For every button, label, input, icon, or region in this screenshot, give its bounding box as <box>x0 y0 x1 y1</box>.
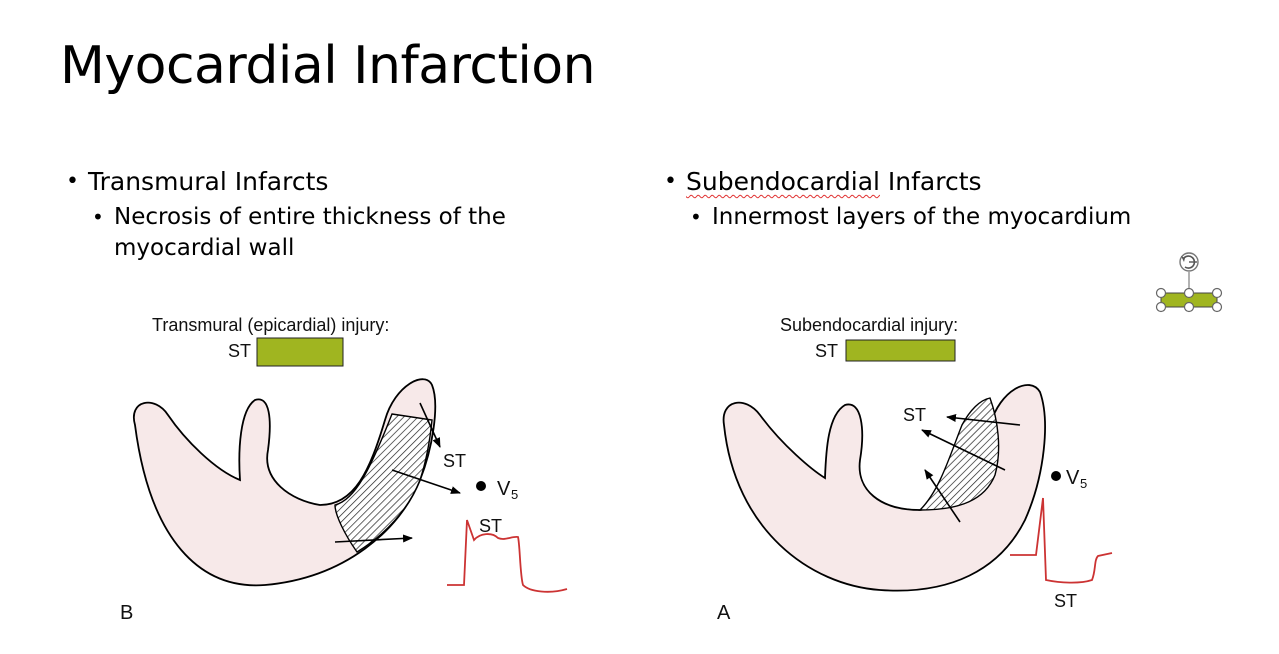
transmural-caption: Transmural (epicardial) injury: <box>152 315 389 335</box>
subendocardial-arrow-1 <box>946 414 1021 426</box>
sub-bullet-subendocardial: Innermost layers of the myocardium <box>664 202 1224 233</box>
transmural-ecg-trace <box>447 519 568 593</box>
resize-handle-top-right[interactable] <box>1211 287 1223 299</box>
subendocardial-arrow-2 <box>921 429 1006 471</box>
resize-handle-top[interactable] <box>1183 287 1195 299</box>
transmural-st-box <box>256 337 344 367</box>
transmural-infarct-zone <box>334 413 433 553</box>
resize-handle-bottom-left[interactable] <box>1155 301 1167 313</box>
transmural-lead-subscript: 5 <box>511 487 518 502</box>
subendocardial-st-box <box>845 339 956 362</box>
bullet-transmural: Transmural Infarcts <box>66 166 626 198</box>
sub-bullet-line-1: Necrosis of entire thickness of the <box>114 204 506 230</box>
transmural-arrow-3 <box>334 534 413 543</box>
subendocardial-ecg-label: ST <box>1054 591 1077 611</box>
subendocardial-lead-label: V <box>1066 467 1080 489</box>
transmural-arrow-2 <box>391 469 461 494</box>
subendocardial-caption: Subendocardial injury: <box>780 315 958 335</box>
resize-handle-bottom[interactable] <box>1183 301 1195 313</box>
subendocardial-arrow-3 <box>924 469 961 523</box>
selected-shape[interactable] <box>1155 252 1223 313</box>
bullet-subendocardial: Subendocardial Infarcts <box>664 166 1224 198</box>
transmural-arrow-label: ST <box>443 451 466 471</box>
subendocardial-ecg-trace <box>1010 497 1113 584</box>
subendocardial-st-label: ST <box>815 341 838 361</box>
resize-handle-top-left[interactable] <box>1155 287 1167 299</box>
rotate-icon[interactable] <box>1179 252 1199 272</box>
panel-letter-a: A <box>717 602 731 624</box>
sub-bullet-transmural: Necrosis of entire thickness of the myoc… <box>66 202 626 264</box>
transmural-st-label: ST <box>228 341 251 361</box>
subendocardial-figure: Subendocardial injury: ST ST V 5 ST A <box>717 315 1113 624</box>
subendocardial-infarct-zone <box>918 397 1000 511</box>
spellcheck-word: Subendocardial <box>686 167 880 196</box>
subendocardial-heart <box>722 384 1046 592</box>
transmural-lead-label: V <box>497 478 511 500</box>
right-column: Subendocardial Infarcts Innermost layers… <box>664 166 1224 233</box>
subendocardial-lead-dot <box>1051 471 1061 481</box>
sub-bullet-line-2: myocardial wall <box>114 235 295 261</box>
resize-handle-bottom-right[interactable] <box>1211 301 1223 313</box>
transmural-arrow-1 <box>419 402 441 448</box>
left-column: Transmural Infarcts Necrosis of entire t… <box>66 166 626 264</box>
slide-title: Myocardial Infarction <box>60 36 596 96</box>
subendocardial-arrow-label: ST <box>903 405 926 425</box>
panel-letter-b: B <box>120 602 133 624</box>
transmural-lead-dot <box>476 481 486 491</box>
subendocardial-lead-subscript: 5 <box>1080 476 1087 491</box>
bullet-subendocardial-rest: Infarcts <box>879 167 982 196</box>
transmural-figure: Transmural (epicardial) injury: ST ST V … <box>120 315 568 624</box>
transmural-ecg-label: ST <box>479 516 502 536</box>
